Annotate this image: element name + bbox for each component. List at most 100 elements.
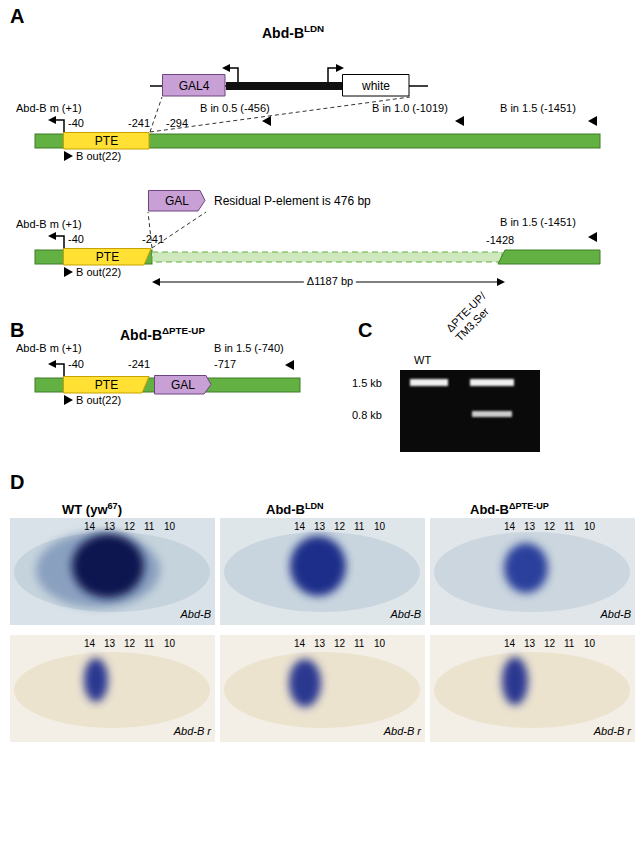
node-text: PTE <box>96 250 119 264</box>
embryo-photo <box>430 635 635 742</box>
segment-number: 10 <box>374 521 385 533</box>
node-text: GAL <box>165 194 189 208</box>
stain <box>504 543 548 593</box>
embryo <box>14 532 210 612</box>
title-text: Abd-B <box>470 502 509 517</box>
pte-element: PTE <box>63 132 150 150</box>
segment-number: 13 <box>524 638 535 650</box>
annotation-label: WT <box>414 354 431 367</box>
white-gene-box: white <box>342 74 410 97</box>
probe-label: Abd-B r <box>594 725 631 738</box>
superscript-text: LDN <box>304 23 324 34</box>
segment-number: 14 <box>294 521 305 533</box>
annotation-label: B out(22) <box>76 266 121 279</box>
annotation-label: -40 <box>68 117 84 130</box>
pte-element: PTE <box>63 248 152 266</box>
annotation-label: B in 1.0 (-1019) <box>372 102 448 115</box>
annotation-label: B in 0.5 (-456) <box>200 102 270 115</box>
embryo-photo <box>220 518 425 625</box>
node-shape <box>155 376 212 395</box>
title-text: WT (yw <box>62 502 108 517</box>
gel-band <box>410 379 448 386</box>
stain <box>290 536 346 596</box>
panel-letter: B <box>10 318 24 342</box>
p-element-gal4: GAL4 <box>162 74 226 97</box>
node-shape <box>64 249 152 266</box>
annotation-label: B out(22) <box>76 394 121 407</box>
superscript-text: ΔPTE-UP <box>162 325 205 336</box>
residual-p-element: GAL <box>154 375 212 395</box>
deleted-region <box>152 252 502 262</box>
primer-triangle <box>262 116 271 126</box>
annotation-label: ΔPTE-UP/ TM3,Ser <box>444 282 506 344</box>
embryo <box>434 652 630 728</box>
annotation-label: Abd-B m (+1) <box>16 342 82 355</box>
stain <box>502 657 528 705</box>
annotation-label: -294 <box>166 117 188 130</box>
segment-number: 13 <box>314 521 325 533</box>
embryo-photo <box>10 635 215 742</box>
annotation-label: -40 <box>68 233 84 246</box>
title-text: Abd-B <box>266 502 305 517</box>
segment-number: 14 <box>294 638 305 650</box>
arrow-head <box>222 64 230 72</box>
segment-number: 12 <box>544 521 555 533</box>
primer-triangle <box>64 267 73 277</box>
annotation-label: -241 <box>142 233 164 246</box>
annotation-label: -40 <box>68 358 84 371</box>
annotation-label: B in 1.5 (-1451) <box>500 216 576 229</box>
node-shape <box>343 75 410 97</box>
node-text: white <box>362 79 390 93</box>
superscript-text: LDN <box>305 501 324 511</box>
stain <box>72 534 144 598</box>
stain <box>289 659 321 707</box>
residual-p-element: GAL <box>148 190 206 212</box>
annotation-label: B out(22) <box>76 150 121 163</box>
tss-arrow <box>55 120 64 134</box>
primer-triangle <box>64 151 73 161</box>
embryo <box>224 532 420 612</box>
superscript-text: ΔPTE-UP <box>509 501 549 511</box>
gel-band <box>472 411 512 417</box>
panel-letter: C <box>358 318 372 342</box>
node-shape <box>64 133 150 150</box>
panel-letter: A <box>10 4 24 28</box>
node-text: PTE <box>95 134 118 148</box>
primer-triangle <box>588 116 597 126</box>
embryo <box>434 532 630 612</box>
panel-letter: D <box>10 470 24 494</box>
arrow-head <box>336 64 344 72</box>
promoter-arrow <box>229 68 238 82</box>
stain <box>84 658 108 702</box>
panel-title: WT (yw67) <box>62 498 122 518</box>
embryo-photo <box>430 518 635 625</box>
pte-element: PTE <box>63 376 150 394</box>
annotation-label: Residual P-element is 476 bp <box>214 194 371 208</box>
annotation-label: -241 <box>128 117 150 130</box>
segment-number: 13 <box>104 521 115 533</box>
segment-number: 11 <box>354 521 364 533</box>
tss-arrow <box>55 236 64 250</box>
panel-title: Abd-BLDN <box>266 498 324 518</box>
segment-number: 11 <box>564 521 574 533</box>
genomic-bar <box>498 250 600 264</box>
segment-number: 14 <box>504 521 515 533</box>
segment-number: 12 <box>334 638 345 650</box>
annotation-label: 1.5 kb <box>352 377 382 390</box>
segment-number: 13 <box>314 638 325 650</box>
node-text: PTE <box>95 378 118 392</box>
superscript-text: 67 <box>108 501 118 511</box>
primer-triangle <box>285 360 294 370</box>
promoter-arrow <box>328 68 337 82</box>
node-shape <box>149 191 206 212</box>
arrow-head <box>152 278 160 286</box>
segment-number: 10 <box>374 638 385 650</box>
segment-number: 10 <box>584 521 595 533</box>
segment-number: 10 <box>164 521 175 533</box>
segment-number: 12 <box>334 521 345 533</box>
